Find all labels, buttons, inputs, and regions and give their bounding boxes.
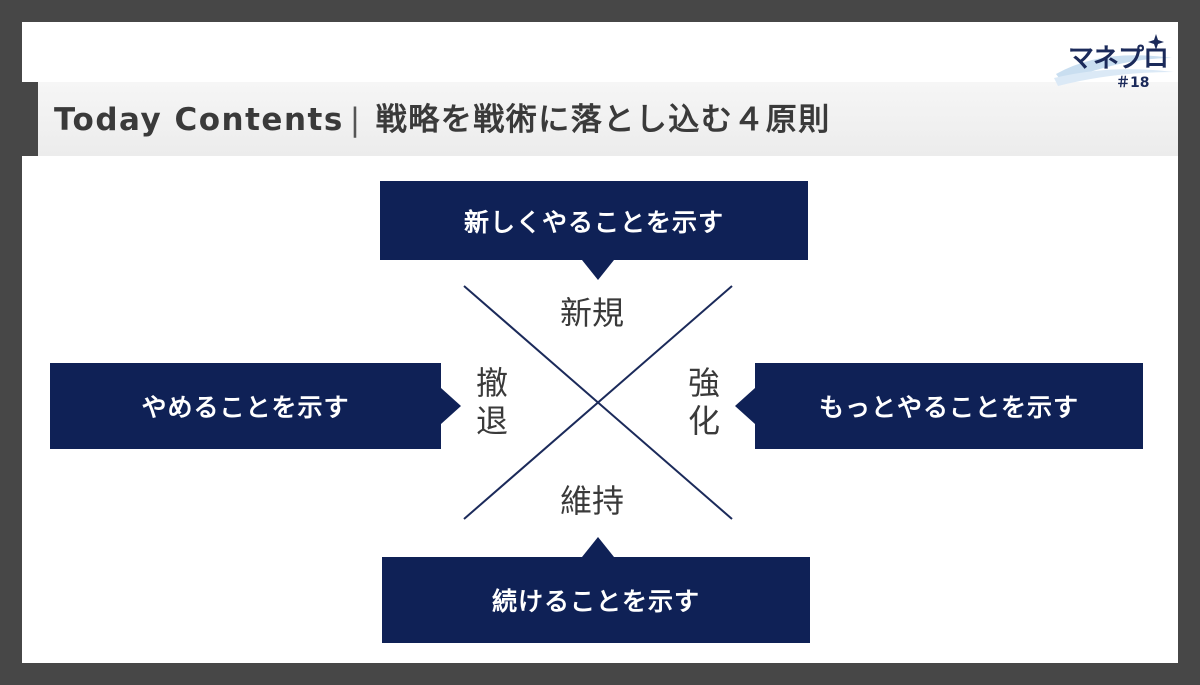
slide-title: Today Contents| 戦略を戦術に落とし込む４原則 — [54, 100, 831, 140]
logo-text: マネプロ — [1068, 44, 1169, 74]
box-stop: やめることを示す — [50, 363, 441, 449]
box-more: もっとやることを示す — [755, 363, 1143, 449]
title-accent — [22, 82, 38, 156]
box-stop-text: やめることを示す — [141, 393, 350, 422]
logo-swoosh-icon — [1054, 34, 1174, 86]
label-strengthen: 強化 — [687, 364, 720, 441]
arrow-right-left — [441, 388, 461, 424]
episode-number: ＃18 — [1116, 75, 1150, 91]
title-main: 戦略を戦術に落とし込む４原則 — [375, 102, 831, 138]
box-new: 新しくやることを示す — [380, 181, 808, 260]
arrow-down-top — [582, 260, 614, 280]
slide: Today Contents| 戦略を戦術に落とし込む４原則 マネプロ ＃18 新… — [22, 22, 1178, 663]
cross-line-b — [463, 285, 733, 520]
label-new: 新規 — [560, 294, 625, 332]
box-continue: 続けることを示す — [382, 557, 810, 643]
box-new-text: 新しくやることを示す — [463, 207, 724, 237]
box-more-text: もっとやることを示す — [818, 393, 1079, 422]
box-continue-text: 続けることを示す — [491, 587, 700, 616]
arrow-left-right — [735, 388, 755, 424]
title-bar — [22, 82, 1178, 156]
label-maintain: 維持 — [560, 482, 625, 520]
label-withdraw: 撤退 — [475, 364, 508, 441]
cross-lines — [463, 285, 733, 520]
title-prefix: Today Contents — [54, 102, 344, 138]
arrow-up-bottom — [582, 537, 614, 557]
title-separator: | — [349, 102, 362, 138]
logo: マネプロ ＃18 — [1052, 28, 1176, 98]
